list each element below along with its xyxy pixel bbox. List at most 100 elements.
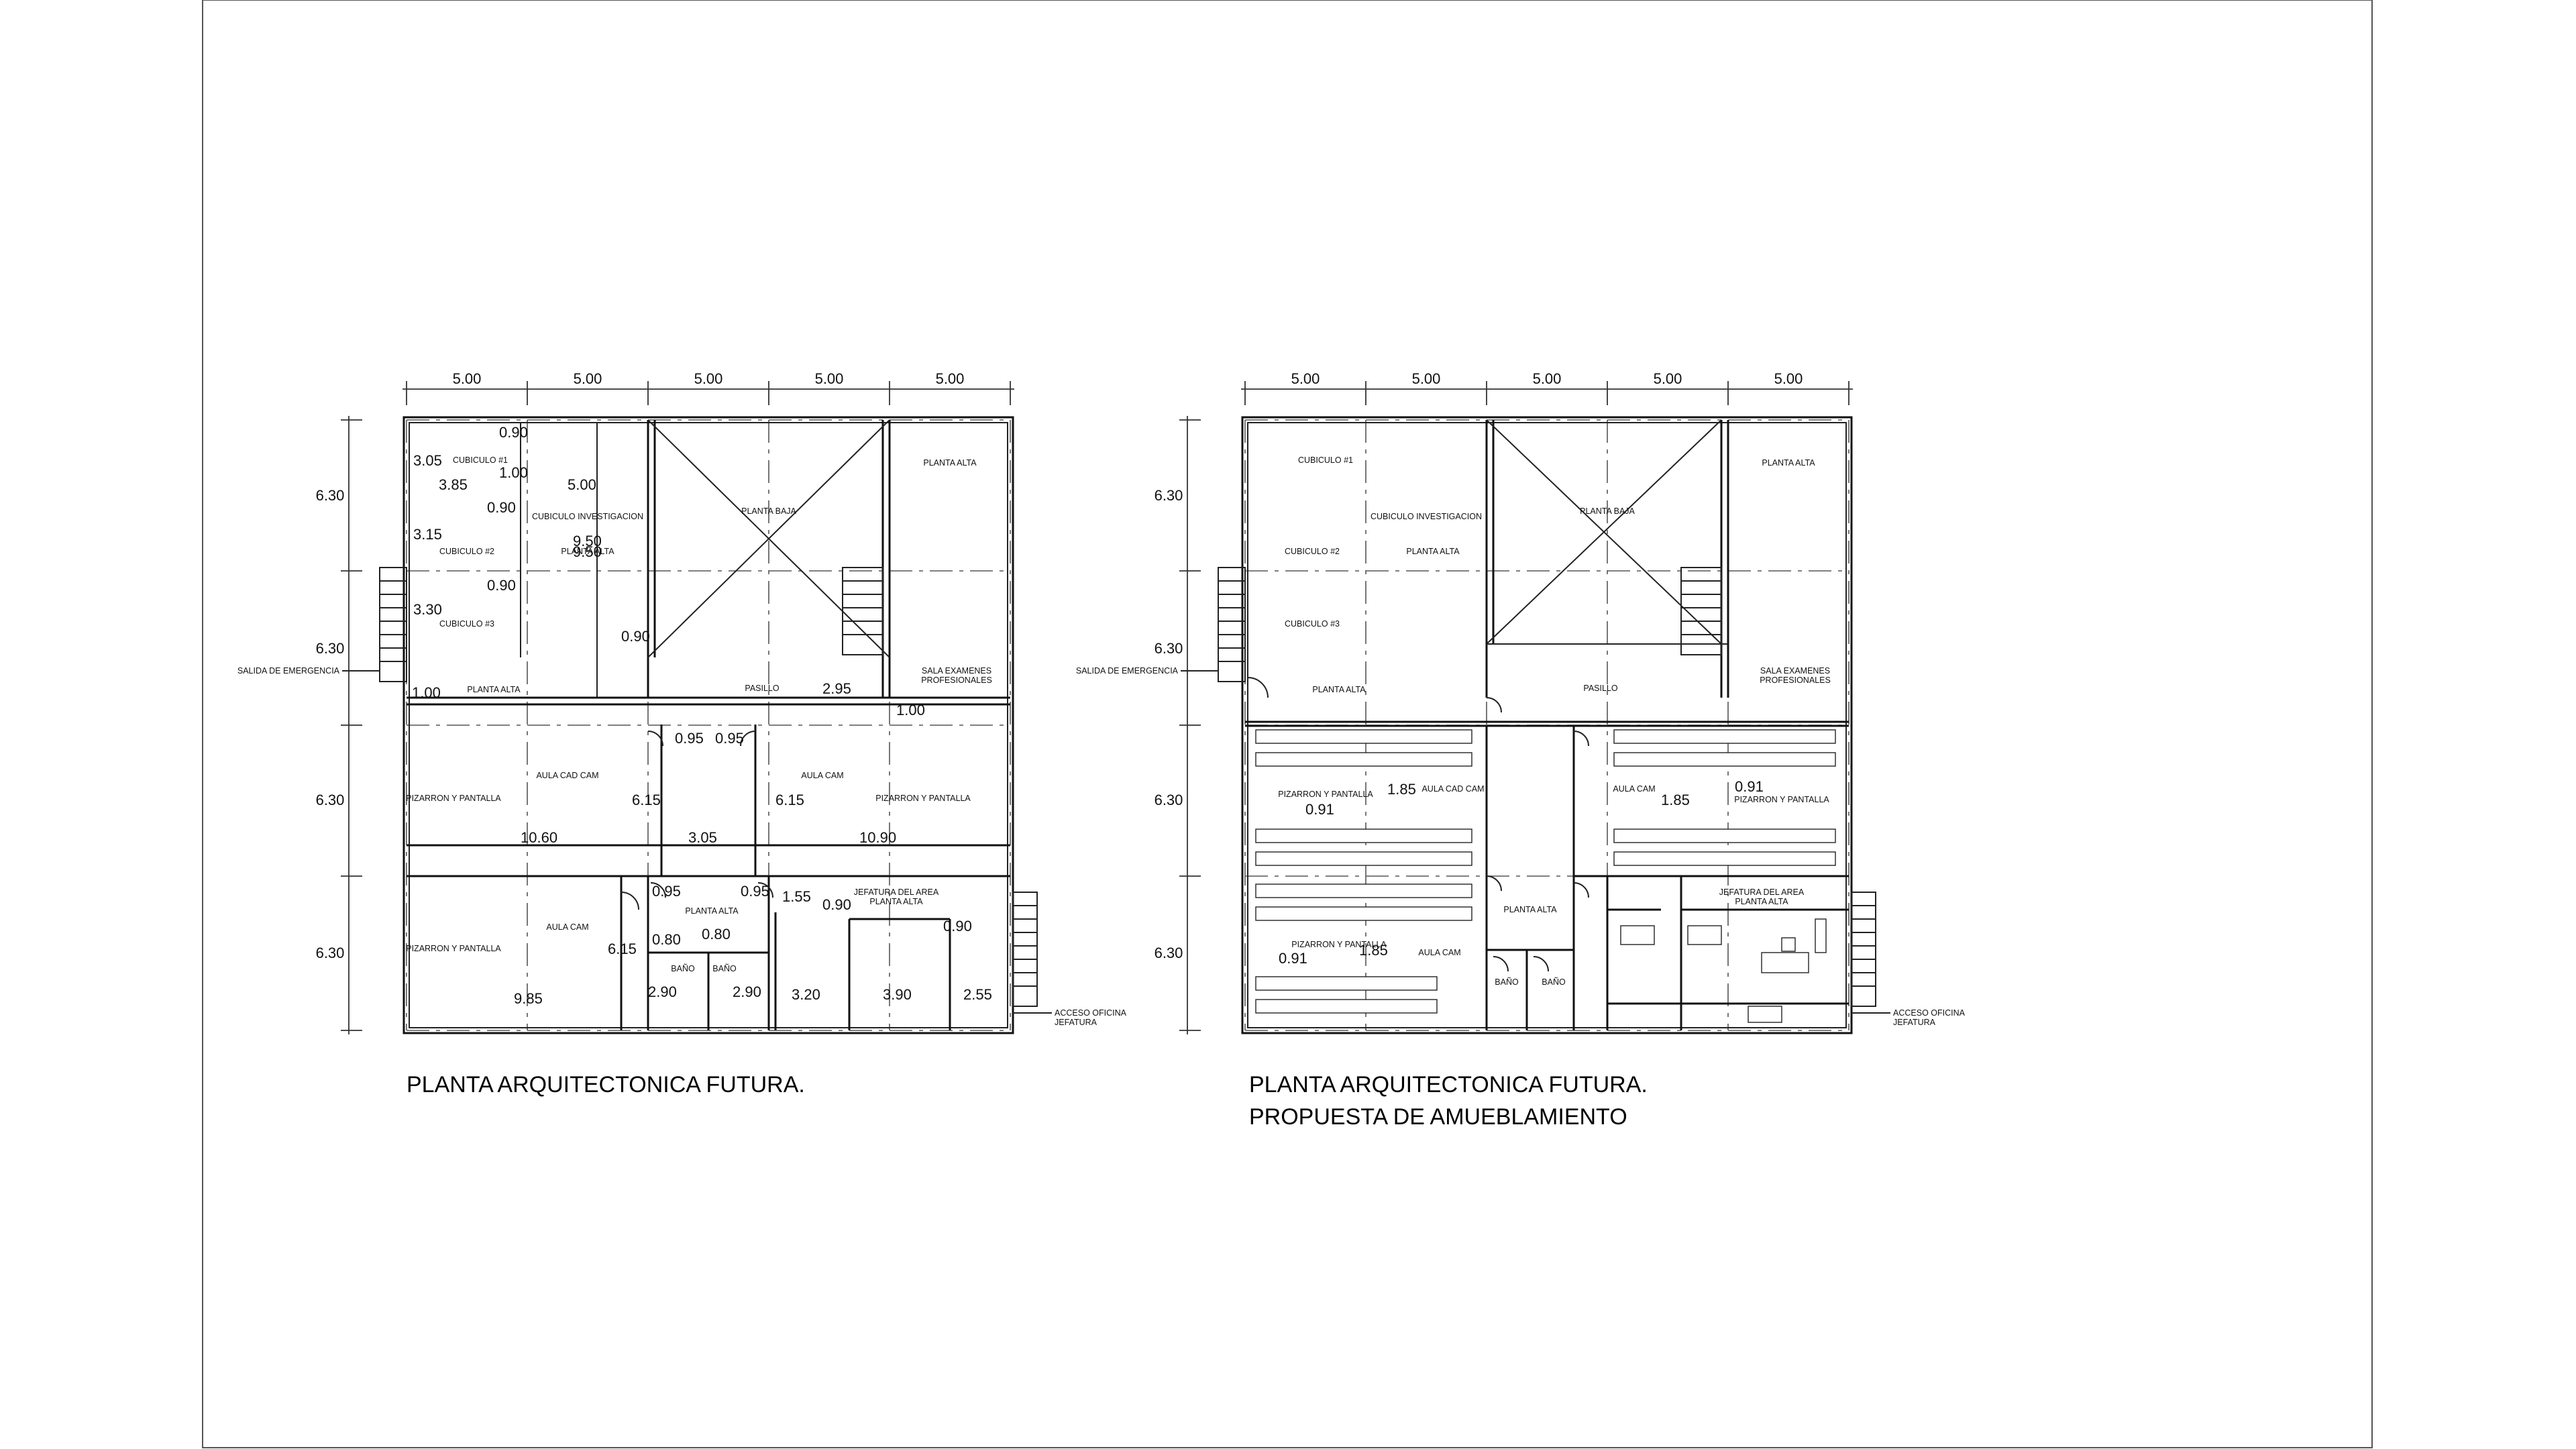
- dim-label: 3.20: [792, 986, 820, 1003]
- dim-left-4: 6.30: [1155, 945, 1183, 961]
- dim-top-3: 5.00: [1533, 370, 1562, 387]
- room-label: PLANTA ALTA: [869, 897, 923, 906]
- dim-left-2: 6.30: [1155, 640, 1183, 657]
- dim-label: 1.00: [412, 684, 441, 701]
- dim-label: 5.00: [568, 476, 596, 493]
- room-label: CUBICULO #1: [1298, 455, 1353, 465]
- dim-label: 0.90: [621, 628, 650, 645]
- room-label: PASILLO: [745, 684, 779, 693]
- room-label: PLANTA ALTA: [1735, 897, 1788, 906]
- dim-label: 1.00: [499, 464, 528, 481]
- room-label: JEFATURA: [1055, 1018, 1097, 1027]
- dim-top-1: 5.00: [1291, 370, 1320, 387]
- room-label: PASILLO: [1583, 684, 1617, 693]
- dim-label: 1.00: [896, 702, 925, 718]
- dim-label: 3.05: [688, 829, 717, 846]
- dim-top-5: 5.00: [1774, 370, 1803, 387]
- dim-label: 0.90: [943, 918, 972, 934]
- room-label: CUBICULO INVESTIGACION: [532, 512, 643, 521]
- dim-label: 0.90: [487, 499, 516, 516]
- dim-label: 2.55: [963, 986, 992, 1003]
- room-label: CUBICULO #1: [453, 455, 508, 465]
- dim-label: 3.05: [413, 452, 442, 469]
- dim-label: 2.95: [822, 680, 851, 697]
- dim-left-1: 6.30: [1155, 487, 1183, 504]
- room-labels: CUBICULO #1 CUBICULO INVESTIGACION PLANT…: [1076, 455, 1966, 1027]
- dim-label: 1.85: [1387, 781, 1416, 798]
- dim-top-3: 5.00: [694, 370, 723, 387]
- dim-label: 3.30: [413, 601, 442, 618]
- room-label: AULA CAM: [1418, 948, 1460, 957]
- dim-label: 0.91: [1305, 801, 1334, 818]
- room-label: PROFESIONALES: [1760, 676, 1831, 685]
- room-label: PLANTA BAJA: [1580, 506, 1635, 516]
- room-label: PLANTA ALTA: [1406, 547, 1460, 556]
- room-label: CUBICULO #3: [1285, 619, 1340, 629]
- room-labels: PLANTA ALTA CUBICULO #1 CUBICULO INVESTI…: [237, 455, 1127, 1027]
- dim-label: 10.90: [859, 829, 896, 846]
- room-label: AULA CAD CAM: [536, 771, 598, 780]
- plan-title: PLANTA ARQUITECTONICA FUTURA.: [407, 1072, 805, 1097]
- left-dimension-labels: 6.30 6.30 6.30 6.30: [316, 487, 345, 961]
- dim-label: 3.85: [439, 476, 468, 493]
- dim-label: 6.15: [775, 792, 804, 808]
- dim-label: 0.90: [487, 577, 516, 594]
- plan-subtitle: PROPUESTA DE AMUEBLAMIENTO: [1249, 1104, 1627, 1130]
- room-label: JEFATURA: [1893, 1018, 1936, 1027]
- walls: [402, 416, 1014, 1034]
- room-label: BAÑO: [1542, 977, 1566, 987]
- dim-label: 9.85: [514, 990, 543, 1007]
- room-label: BAÑO: [671, 964, 695, 973]
- plan-title: PLANTA ARQUITECTONICA FUTURA.: [1249, 1072, 1648, 1097]
- dimension-lines: [341, 381, 1014, 1034]
- doors: [621, 731, 773, 910]
- dim-label: 0.95: [741, 883, 769, 900]
- room-label: BAÑO: [712, 964, 737, 973]
- room-label: PLANTA ALTA: [1312, 685, 1366, 694]
- room-label: CUBICULO #2: [1285, 547, 1340, 556]
- room-label: PIZARRON Y PANTALLA: [1734, 795, 1829, 804]
- dim-top-5: 5.00: [936, 370, 965, 387]
- room-label: CUBICULO INVESTIGACION: [1371, 512, 1482, 521]
- dim-label: 6.15: [608, 941, 637, 957]
- sheet-border: [202, 0, 2373, 1448]
- dim-left-2: 6.30: [316, 640, 345, 657]
- room-label: AULA CAM: [1613, 784, 1655, 794]
- room-label: JEFATURA DEL AREA: [854, 888, 939, 897]
- room-label: PROFESIONALES: [921, 676, 992, 685]
- dim-label: 6.15: [632, 792, 661, 808]
- dim-top-2: 5.00: [1412, 370, 1441, 387]
- room-label: PIZARRON Y PANTALLA: [1291, 940, 1387, 949]
- dim-top-1: 5.00: [453, 370, 482, 387]
- dim-label: 1.85: [1359, 942, 1388, 959]
- room-label: PIZARRON Y PANTALLA: [875, 794, 971, 803]
- dim-label: 0.95: [675, 730, 704, 747]
- doors: [1247, 677, 1589, 972]
- room-label: PLANTA ALTA: [467, 685, 521, 694]
- dim-left-1: 6.30: [316, 487, 345, 504]
- dim-label: 2.90: [733, 983, 761, 1000]
- room-label: BAÑO: [1495, 977, 1519, 987]
- room-label: PLANTA BAJA: [741, 506, 796, 516]
- dim-top-2: 5.00: [574, 370, 602, 387]
- room-label: JEFATURA DEL AREA: [1719, 888, 1805, 897]
- dim-label: 2.90: [648, 983, 677, 1000]
- office-desks: [1620, 918, 1827, 1023]
- dim-label: 0.80: [652, 931, 681, 948]
- dim-label: 9.50: [573, 533, 602, 549]
- dim-label: 0.91: [1279, 950, 1307, 967]
- room-label: PIZARRON Y PANTALLA: [1278, 790, 1373, 799]
- dimension-lines: [1179, 381, 1853, 1034]
- top-dimension-labels: 5.00 5.00 5.00 5.00 5.00: [1291, 370, 1803, 387]
- room-label: PLANTA ALTA: [1762, 458, 1815, 468]
- room-label: PLANTA ALTA: [685, 906, 739, 916]
- room-label: SALIDA DE EMERGENCIA: [1076, 666, 1179, 676]
- room-label: CUBICULO #3: [439, 619, 494, 629]
- room-label: SALA EXAMENES: [922, 666, 991, 676]
- dim-label: 0.90: [822, 896, 851, 913]
- dim-left-4: 6.30: [316, 945, 345, 961]
- dim-top-4: 5.00: [1654, 370, 1682, 387]
- room-label: AULA CAM: [546, 922, 588, 932]
- dim-label: 1.55: [782, 888, 811, 905]
